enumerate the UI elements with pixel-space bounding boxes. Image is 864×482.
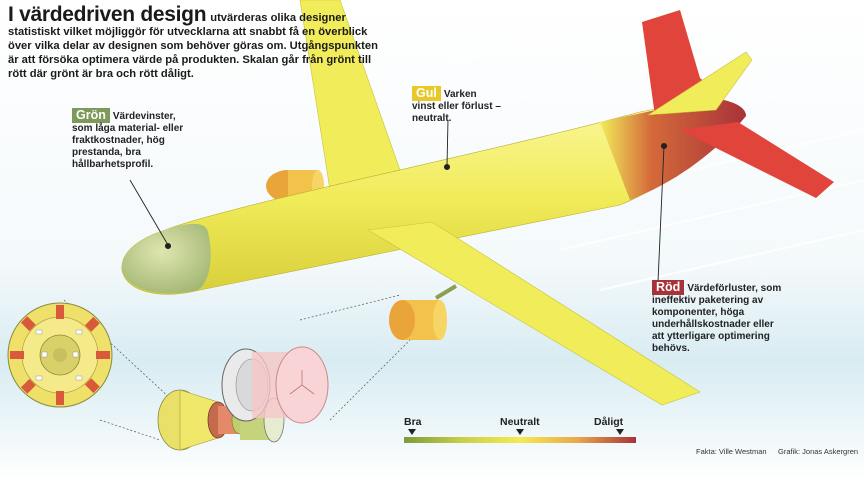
scale-label-bad: Dåligt	[594, 416, 624, 428]
pointer-rod	[657, 145, 665, 283]
scale-marker-bad	[616, 429, 624, 435]
stabilizer-lower	[680, 122, 834, 198]
scale-gradient-bar	[404, 437, 636, 443]
callout-gron-text: Värdevinster, som låga material- eller f…	[72, 111, 184, 170]
callout-rod-text: Värdeförluster, som ineffektiv paketerin…	[652, 283, 782, 354]
pointer-gul	[446, 119, 449, 167]
scale-label-neutral: Neutralt	[500, 416, 540, 428]
callout-gul-text: Varken vinst eller förlust – neutralt.	[412, 89, 501, 124]
lower-wing	[367, 221, 701, 406]
pointer-gron	[129, 179, 169, 246]
scale-marker-neutral	[516, 429, 524, 435]
lower-engine	[389, 284, 458, 340]
tail-section	[600, 98, 746, 200]
tag-gul: Gul	[412, 86, 441, 101]
engine-disk	[7, 302, 113, 408]
page-title: I värdedriven design	[8, 3, 207, 26]
credit-graphic: Grafik: Jonas Askergren	[778, 447, 859, 456]
scale-label-good: Bra	[404, 416, 422, 428]
stabilizer-upper	[647, 51, 753, 116]
intro-body: utvärderas olika designer statistiskt vi…	[8, 12, 378, 80]
tag-rod: Röd	[652, 280, 685, 295]
nose-cone	[121, 223, 211, 294]
credit-facts: Fakta: Ville Westman	[696, 447, 767, 456]
tag-gron: Grön	[72, 108, 110, 123]
scale-marker-good	[408, 429, 416, 435]
exploded-engine-parts	[157, 346, 329, 451]
